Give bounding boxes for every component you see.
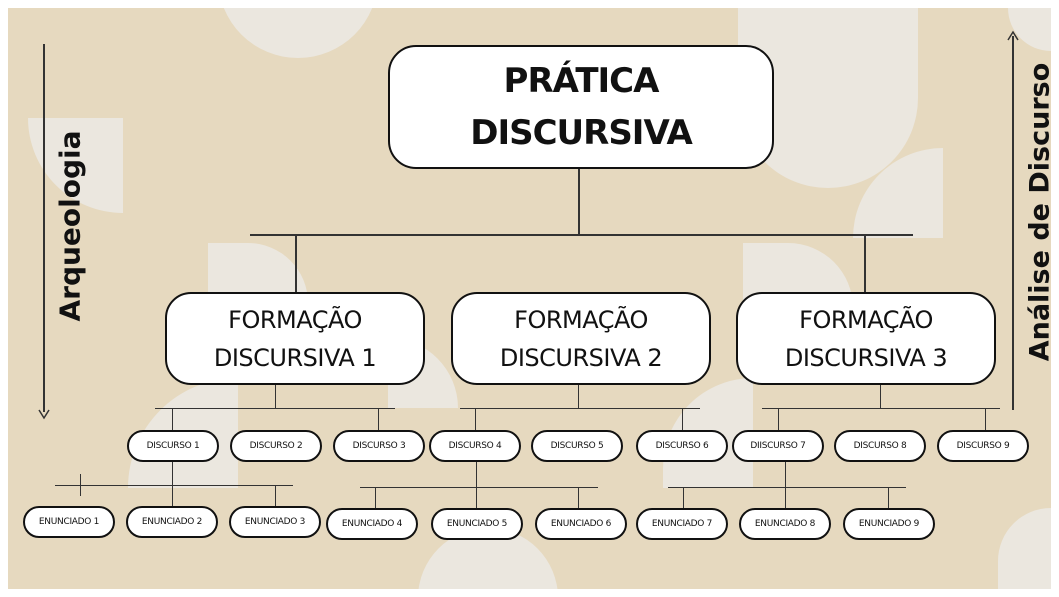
enunciado-bus-2 [360, 487, 598, 488]
enunciado-node-4: ENUNCIADO 4 [326, 508, 418, 540]
arqueologia-label: Arqueologia [53, 130, 87, 322]
enunciado-node-7: ENUNCIADO 7 [636, 508, 728, 540]
arrow-down-icon [38, 409, 50, 420]
fd3-stem [880, 384, 881, 409]
enunciado-node-3: ENUNCIADO 3 [229, 506, 321, 538]
discurso-node-5: DISCURSO 5 [531, 430, 623, 462]
discurso-node-8: DISCURSO 8 [834, 430, 926, 462]
fd2-discurso-bus [460, 408, 700, 409]
enunciado-9-drop [888, 487, 889, 509]
formation-2-line-2: DISCURSIVA 2 [499, 343, 663, 372]
enunciado-node-5: ENUNCIADO 5 [431, 508, 523, 540]
formation-3-connector [864, 234, 866, 294]
enunciado-8-drop [785, 487, 786, 509]
formation-node-1: FORMAÇÃO DISCURSIVA 1 [165, 292, 425, 385]
enunciado-node-2: ENUNCIADO 2 [126, 506, 218, 538]
fd2-stem [578, 384, 579, 409]
discurso-7-stem [785, 461, 786, 488]
arrow-up-icon [1007, 30, 1019, 41]
decorative-half-circle [218, 8, 378, 58]
formation-node-3: FORMAÇÃO DISCURSIVA 3 [736, 292, 996, 385]
fd1-stem [275, 384, 276, 409]
enunciado-node-1: ENUNCIADO 1 [23, 506, 115, 538]
enunciado-3-drop [275, 485, 276, 507]
discurso-node-2: DISCURSO 2 [230, 430, 322, 462]
analise-de-discurso-label: Análise de Discurso [1024, 62, 1056, 362]
enunciado-bus-3 [668, 487, 906, 488]
discurso-6-drop [682, 408, 683, 430]
enunciado-1-drop [80, 474, 81, 496]
decorative-quarter-circle [998, 508, 1051, 589]
root-stem [578, 168, 580, 235]
discurso-7-drop [778, 408, 779, 430]
formation-1-line-1: FORMAÇÃO [228, 305, 362, 334]
discurso-node-7: DIISCURSO 7 [732, 430, 824, 462]
discurso-node-1: DISCURSO 1 [127, 430, 219, 462]
formation-1-line-2: DISCURSIVA 1 [213, 343, 377, 372]
discurso-node-3: DISCURSO 3 [333, 430, 425, 462]
fd1-discurso-bus [155, 408, 395, 409]
enunciado-bus-1 [55, 485, 293, 486]
enunciado-5-drop [476, 487, 477, 509]
formation-node-2: FORMAÇÃO DISCURSIVA 2 [451, 292, 711, 385]
discurso-4-stem [476, 461, 477, 488]
analise-arrow-shaft [1012, 36, 1014, 410]
discurso-node-9: DISCURSO 9 [937, 430, 1029, 462]
formation-3-line-2: DISCURSIVA 3 [784, 343, 948, 372]
discurso-9-drop [985, 408, 986, 430]
formation-3-line-1: FORMAÇÃO [799, 305, 933, 334]
enunciado-7-drop [683, 487, 684, 509]
discurso-1-drop [172, 408, 173, 430]
formation-1-connector [295, 234, 297, 294]
fd3-discurso-bus [762, 408, 1000, 409]
enunciado-node-6: ENUNCIADO 6 [535, 508, 627, 540]
discurso-1-stem [172, 461, 173, 486]
enunciado-node-9: ENUNCIADO 9 [843, 508, 935, 540]
enunciado-2-drop [172, 485, 173, 507]
formation-2-line-1: FORMAÇÃO [514, 305, 648, 334]
formation-bus [250, 234, 913, 236]
discurso-node-6: DISCURSO 6 [636, 430, 728, 462]
root-node-pratica-discursiva: PRÁTICA DISCURSIVA [388, 45, 774, 169]
discurso-4-drop [475, 408, 476, 430]
arqueologia-arrow-shaft [43, 44, 45, 412]
enunciado-6-drop [578, 487, 579, 509]
root-line-2: DISCURSIVA [470, 113, 693, 153]
enunciado-node-8: ENUNCIADO 8 [739, 508, 831, 540]
discurso-node-4: DISCURSO 4 [429, 430, 521, 462]
discurso-3-drop [378, 408, 379, 430]
root-line-1: PRÁTICA [503, 61, 660, 101]
enunciado-4-drop [375, 487, 376, 509]
